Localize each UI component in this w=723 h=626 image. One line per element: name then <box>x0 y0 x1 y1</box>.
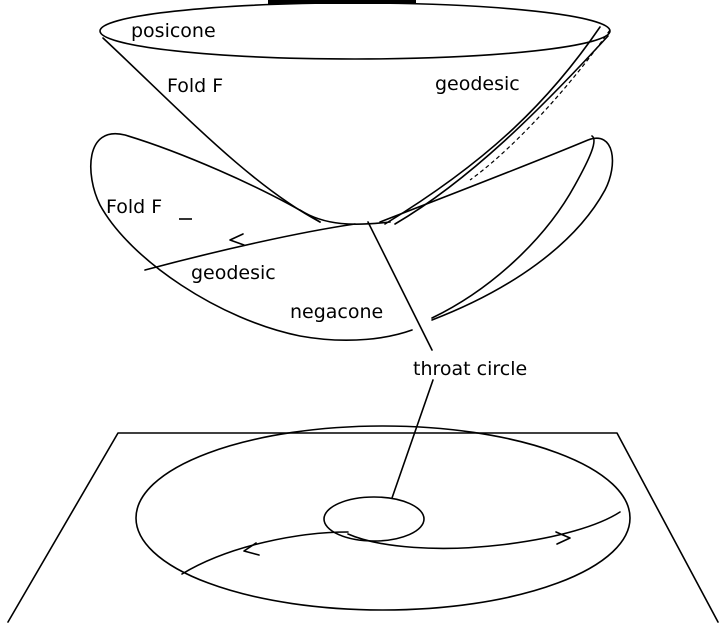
negacone-right-lobe <box>380 138 612 320</box>
posicone-geodesic <box>385 27 600 224</box>
throat-leader-lower <box>392 380 433 498</box>
geodesic-upper-label: geodesic <box>435 73 520 95</box>
negacone-right-lobe-inner <box>432 136 594 318</box>
negacone-label: negacone <box>290 301 383 323</box>
fold-f-lower-label: Fold F <box>106 196 162 218</box>
negacone-geodesic-arrow <box>230 234 244 245</box>
throat-circle-label: throat circle <box>413 358 527 380</box>
throat-leader-upper <box>368 222 432 350</box>
posicone-vertex <box>300 210 390 224</box>
fold-f-lower-prefix: Fold <box>106 196 151 218</box>
posicone-right-side <box>395 36 608 224</box>
throat-circle-ellipse <box>324 497 424 541</box>
base-plane <box>8 433 718 622</box>
base-geodesic-right <box>348 512 620 548</box>
base-outer-circle <box>136 426 630 610</box>
fold-f-upper-label: Fold F <box>167 75 223 97</box>
posicone-label: posicone <box>131 20 216 42</box>
posicone-left-side <box>103 38 320 222</box>
base-geodesic-left <box>182 532 348 574</box>
geodesic-lower-label: geodesic <box>191 262 276 284</box>
fold-f-lower-letter: F <box>151 196 162 218</box>
